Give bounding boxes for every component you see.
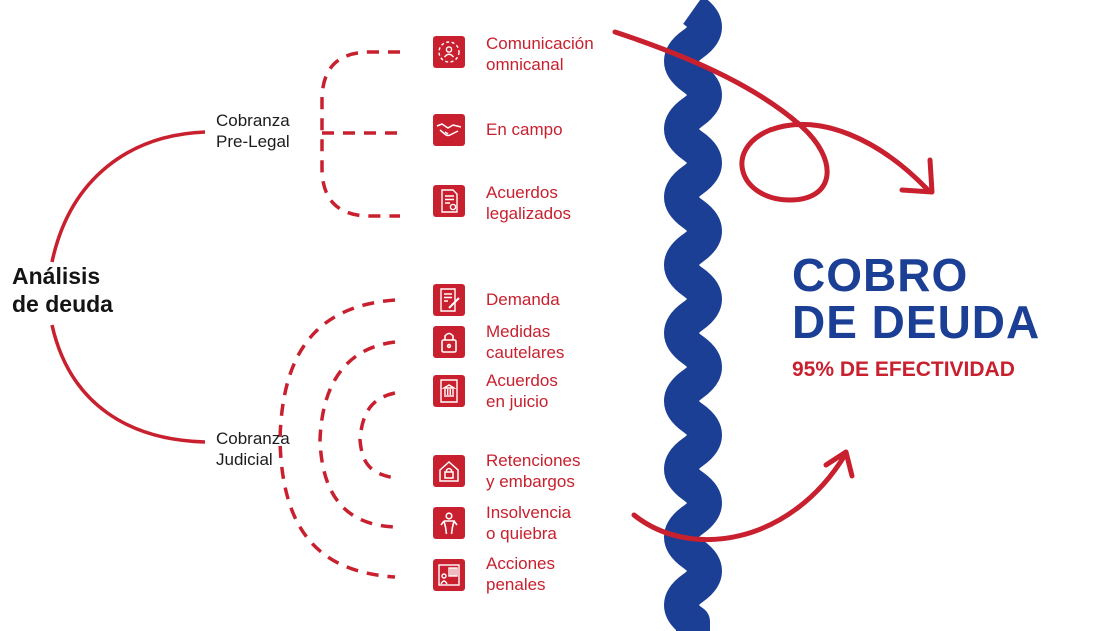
item-acuerdos-legalizados-line1: Acuerdos bbox=[486, 183, 558, 202]
item-comunicacion-line2: omnicanal bbox=[486, 55, 564, 74]
branch-pre-legal-line1: Cobranza bbox=[216, 111, 290, 130]
house-lock-icon bbox=[433, 455, 465, 487]
root-label-line2: de deuda bbox=[12, 291, 113, 317]
branch-pre-legal: Cobranza Pre-Legal bbox=[216, 110, 290, 152]
branch-judicial-line1: Cobranza bbox=[216, 429, 290, 448]
wavy-band bbox=[664, 0, 722, 631]
item-acuerdos-legalizados: Acuerdos legalizados bbox=[486, 182, 571, 224]
handshake-icon bbox=[433, 114, 465, 146]
judicial-connectors bbox=[278, 298, 396, 579]
lawsuit-document-icon bbox=[433, 284, 465, 316]
person-icon bbox=[433, 507, 465, 539]
item-en-campo-line1: En campo bbox=[486, 120, 563, 139]
branch-pre-legal-line2: Pre-Legal bbox=[216, 132, 290, 151]
branch-judicial: Cobranza Judicial bbox=[216, 428, 290, 470]
item-acciones-penales-line1: Acciones bbox=[486, 554, 555, 573]
prison-icon bbox=[433, 559, 465, 591]
item-demanda: Demanda bbox=[486, 289, 560, 310]
item-acuerdos-juicio: Acuerdos en juicio bbox=[486, 370, 558, 412]
item-comunicacion-line1: Comunicación bbox=[486, 34, 594, 53]
item-demanda-line1: Demanda bbox=[486, 290, 560, 309]
arrowhead-upper bbox=[899, 157, 935, 195]
padlock-icon bbox=[433, 326, 465, 358]
item-medidas-cautelares-line2: cautelares bbox=[486, 343, 565, 362]
item-insolvencia-line2: o quiebra bbox=[486, 524, 557, 543]
result-title-line1: COBRO bbox=[792, 249, 969, 301]
root-label-line1: Análisis bbox=[12, 263, 101, 289]
people-network-icon bbox=[433, 36, 465, 68]
root-bracket-upper bbox=[50, 130, 206, 263]
item-acuerdos-legalizados-line2: legalizados bbox=[486, 204, 572, 223]
result-title: COBRO DE DEUDA bbox=[792, 252, 1040, 346]
item-retenciones-line1: Retenciones bbox=[486, 451, 581, 470]
item-en-campo: En campo bbox=[486, 119, 563, 140]
item-insolvencia: Insolvencia o quiebra bbox=[486, 502, 571, 544]
result-subtitle: 95% DE EFECTIVIDAD bbox=[792, 358, 1015, 381]
arrowhead-lower bbox=[823, 449, 855, 479]
item-medidas-cautelares: Medidas cautelares bbox=[486, 321, 564, 363]
item-insolvencia-line1: Insolvencia bbox=[486, 503, 572, 522]
item-acciones-penales: Acciones penales bbox=[486, 553, 555, 595]
item-acuerdos-juicio-line1: Acuerdos bbox=[486, 371, 558, 390]
loop-arrow-upper bbox=[612, 29, 931, 203]
root-bracket-lower bbox=[50, 324, 206, 444]
pre-legal-connectors bbox=[320, 50, 400, 218]
root-label: Análisis de deuda bbox=[12, 262, 113, 318]
branch-judicial-line2: Judicial bbox=[216, 450, 273, 469]
item-retenciones: Retenciones y embargos bbox=[486, 450, 581, 492]
item-acciones-penales-line2: penales bbox=[486, 575, 546, 594]
curve-arrow-lower bbox=[631, 452, 848, 543]
item-comunicacion: Comunicación omnicanal bbox=[486, 33, 594, 75]
item-retenciones-line2: y embargos bbox=[486, 472, 575, 491]
item-acuerdos-juicio-line2: en juicio bbox=[486, 392, 549, 411]
signed-document-icon bbox=[433, 185, 465, 217]
item-medidas-cautelares-line1: Medidas bbox=[486, 322, 551, 341]
result-title-line2: DE DEUDA bbox=[792, 296, 1041, 348]
courthouse-document-icon bbox=[433, 375, 465, 407]
